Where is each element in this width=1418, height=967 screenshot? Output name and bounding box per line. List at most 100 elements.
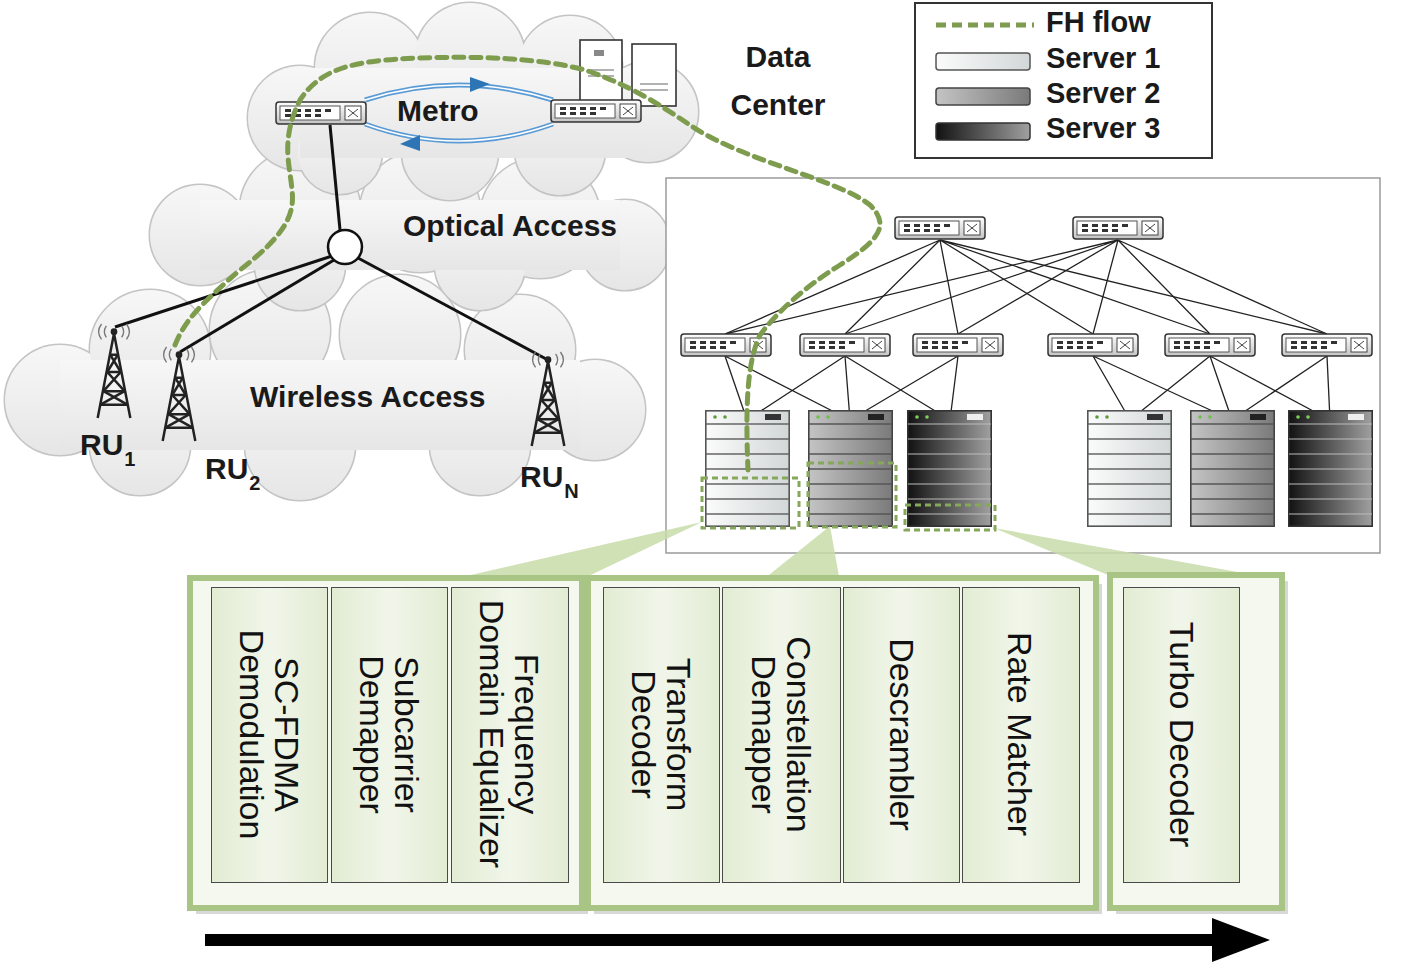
leaf-switch xyxy=(1282,334,1372,356)
legend-sample-server xyxy=(936,53,1030,70)
region-label: Optical Access xyxy=(403,209,617,243)
splitter xyxy=(328,230,362,264)
ru-subscript: 2 xyxy=(249,472,260,495)
leaf-switch xyxy=(1048,334,1138,356)
process-box: SC-FDMA Demodulation xyxy=(211,587,328,883)
process-label: SC-FDMA Demodulation xyxy=(234,592,303,876)
process-label: Rate Matcher xyxy=(1003,592,1038,876)
server-rack xyxy=(1289,411,1372,526)
legend-text: Server 2 xyxy=(1046,77,1161,110)
legend-sample-server xyxy=(936,88,1030,105)
ru-label: RU xyxy=(80,428,123,462)
metro-switch xyxy=(276,102,366,124)
legend-box xyxy=(915,3,1212,158)
metro-cloud xyxy=(248,3,698,200)
group-panels xyxy=(190,575,1288,914)
access-links xyxy=(180,260,334,352)
rotated-text-frame: Constellation Demapper xyxy=(725,592,836,876)
metro-cloud xyxy=(248,3,698,200)
processing-arrow xyxy=(205,918,1270,962)
spine-switch xyxy=(1073,217,1163,239)
region-label: Wireless Access xyxy=(250,380,485,414)
rotated-text-frame: Rate Matcher xyxy=(965,592,1075,876)
wireless-access-cloud xyxy=(5,270,645,500)
rotated-text-frame: SC-FDMA Demodulation xyxy=(214,592,323,876)
callout-wedges xyxy=(440,522,702,582)
legend-sample-server xyxy=(936,123,1030,140)
server-rack xyxy=(809,411,892,526)
legend-box xyxy=(915,3,1212,158)
callout-wedges xyxy=(760,526,840,582)
legend-text: Server 3 xyxy=(1046,112,1161,145)
process-box: Descrambler xyxy=(843,587,960,883)
datacenter-panel xyxy=(666,178,1380,553)
wireless-access-cloud xyxy=(5,270,645,500)
legend-text: Server 1 xyxy=(1046,42,1161,75)
selection-outline xyxy=(808,463,896,527)
processing-arrow xyxy=(205,934,1225,946)
process-box: Rate Matcher xyxy=(962,587,1080,883)
group-panels xyxy=(1110,575,1282,908)
process-label: Transform Decoder xyxy=(626,592,695,876)
metro-cloud xyxy=(248,3,698,200)
group-panels xyxy=(190,578,582,908)
ru-subscript: 1 xyxy=(124,448,135,471)
region-label: Metro xyxy=(397,94,479,128)
processing-arrow xyxy=(1212,918,1270,962)
datacenter-links xyxy=(725,240,1327,334)
leaf-switch xyxy=(1165,334,1255,356)
leaf-switch xyxy=(913,334,1003,356)
process-box: Frequency Domain Equalizer xyxy=(451,587,569,883)
rotated-text-frame: Transform Decoder xyxy=(606,592,715,876)
group-panels xyxy=(196,584,588,914)
server-rack xyxy=(1191,411,1274,526)
access-links xyxy=(115,256,332,327)
radio-tower xyxy=(98,324,131,418)
datacenter-links xyxy=(725,240,1327,334)
datacenter-servers xyxy=(632,44,676,106)
site-label: Data Center xyxy=(703,33,853,129)
wireless-access-cloud xyxy=(60,360,580,450)
wireless-access-cloud xyxy=(5,270,645,500)
selection-outline xyxy=(702,463,995,530)
server-rack xyxy=(1088,411,1171,526)
legend-text: FH flow xyxy=(1046,6,1151,39)
process-box: Constellation Demapper xyxy=(722,587,841,883)
process-label: Subcarrier Demapper xyxy=(354,592,423,876)
rotated-text-frame: Turbo Decoder xyxy=(1126,592,1235,876)
rotated-text-frame: Descrambler xyxy=(846,592,955,876)
datacenter-links xyxy=(725,240,1330,420)
process-label: Constellation Demapper xyxy=(746,592,815,876)
metro-ring xyxy=(400,135,420,151)
process-label: Turbo Decoder xyxy=(1164,592,1199,876)
group-panels xyxy=(594,584,1102,914)
process-box: Turbo Decoder xyxy=(1123,587,1240,883)
leaf-switch xyxy=(800,334,890,356)
access-links xyxy=(330,125,340,230)
access-links xyxy=(358,258,548,360)
rotated-text-frame: Frequency Domain Equalizer xyxy=(454,592,564,876)
optical-access-cloud xyxy=(200,200,620,270)
metro-switch xyxy=(551,100,641,122)
process-box: Subcarrier Demapper xyxy=(331,587,448,883)
group-panels xyxy=(588,578,1096,908)
datacenter-servers xyxy=(594,50,604,56)
ru-subscript: N xyxy=(564,480,578,503)
ru-label: RU xyxy=(520,460,563,494)
legend-sample-line xyxy=(936,23,1034,28)
access-links xyxy=(115,125,548,360)
server-rack xyxy=(908,411,991,526)
selection-outline xyxy=(702,478,799,528)
radio-tower xyxy=(163,347,196,441)
metro-ring xyxy=(470,77,490,92)
rotated-text-frame: Subcarrier Demapper xyxy=(334,592,443,876)
spine-switch xyxy=(895,217,985,239)
process-label: Descrambler xyxy=(884,592,919,876)
selection-outline xyxy=(905,505,995,530)
metro-ring xyxy=(365,77,553,151)
ru-label: RU xyxy=(205,452,248,486)
radio-tower xyxy=(532,352,565,446)
process-box: Transform Decoder xyxy=(603,587,720,883)
process-label: Frequency Domain Equalizer xyxy=(475,592,544,876)
